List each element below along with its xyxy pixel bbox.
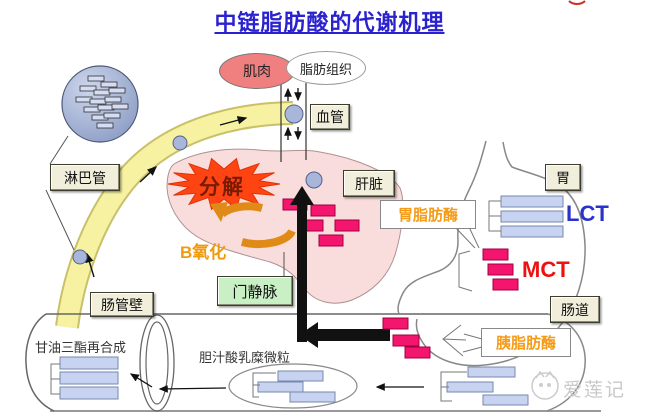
bracket: [50, 363, 60, 395]
transport-arrow-left: [158, 384, 227, 393]
muscle-node: 肌肉: [219, 53, 295, 89]
muscle-label: 肌肉: [243, 63, 271, 79]
fat-tissue-label: 脂肪组织: [299, 61, 352, 77]
lymph-vessel-band: [57, 103, 294, 329]
watermark-logo-icon: [531, 370, 559, 400]
chylomicron-particle: [72, 249, 88, 265]
leader-line: [45, 189, 75, 251]
beta-oxidation-arrowhead: [210, 202, 228, 222]
chylomicron-lct-rects: [257, 370, 336, 403]
blood-vessel-label: 血管: [310, 104, 350, 130]
mct-particles-gut: [382, 317, 431, 359]
watermark-text: 爱莲记: [563, 380, 627, 401]
stomach-label: 胃: [545, 164, 581, 191]
tg-resynthesis-label: 甘油三酯再合成: [35, 340, 127, 355]
portal-vein-left-arrow: [299, 322, 390, 348]
gut-wall-label: 肠管壁: [90, 292, 154, 317]
beta-oxidation-label: B氧化: [180, 243, 227, 262]
tg-resynthesis-rects: [59, 356, 119, 400]
lymph-flow-arrow: [139, 166, 158, 183]
transport-arrow-into-wall: [129, 373, 153, 388]
lymph-vessel-label: 淋巴管: [50, 164, 120, 191]
bracket: [442, 324, 467, 357]
bracket: [458, 250, 473, 292]
lymph-flow-arrow: [85, 252, 95, 278]
gut-wall-ring-inner: [145, 321, 169, 405]
fat-tissue-node: 脂肪组织: [286, 51, 366, 85]
chylomicron-triglycerides: [75, 75, 129, 129]
breakdown-label: 分解: [199, 176, 245, 199]
bracket: [252, 372, 276, 398]
liver-label: 肝脏: [343, 170, 395, 197]
breakdown-starburst: [167, 157, 281, 211]
callout-tail: [454, 226, 480, 249]
gastric-lipase-label: 胃脂肪酶: [380, 200, 476, 229]
pancreatic-lipase-label: 胰脂肪酶: [481, 328, 571, 357]
chylomicron-particle: [305, 171, 323, 189]
stomach-outline-left: [397, 140, 487, 315]
chylomicron-particle: [284, 104, 304, 124]
beta-oxidation-arc: [219, 202, 264, 218]
leader-line: [462, 333, 483, 353]
mct-particles-stomach: [482, 248, 519, 291]
leader-line: [49, 135, 69, 165]
beta-oxidation-arc: [240, 229, 296, 249]
lct-particles-stomach: [500, 195, 564, 238]
lymph-flow-arrow: [219, 116, 248, 126]
gut-label: 肠道: [550, 296, 600, 323]
bracket: [488, 200, 501, 232]
portal-vein-up-arrow: [290, 186, 314, 342]
chylomicron-particle: [172, 135, 188, 151]
lct-particles-gut: [446, 366, 529, 406]
gut-wall-ring-outer: [139, 314, 175, 412]
gut-tube-left-cap: [25, 313, 55, 412]
portal-vein-label: 门静脉: [217, 276, 293, 306]
bile-chylomicron-label: 胆汁酸乳糜微粒: [199, 350, 291, 365]
bracket: [440, 371, 467, 402]
top-red-mark: [568, 0, 586, 5]
lct-label: LCT: [566, 201, 609, 226]
page-title: 中链脂肪酸的代谢机理: [214, 10, 445, 35]
mct-label: MCT: [522, 257, 570, 282]
